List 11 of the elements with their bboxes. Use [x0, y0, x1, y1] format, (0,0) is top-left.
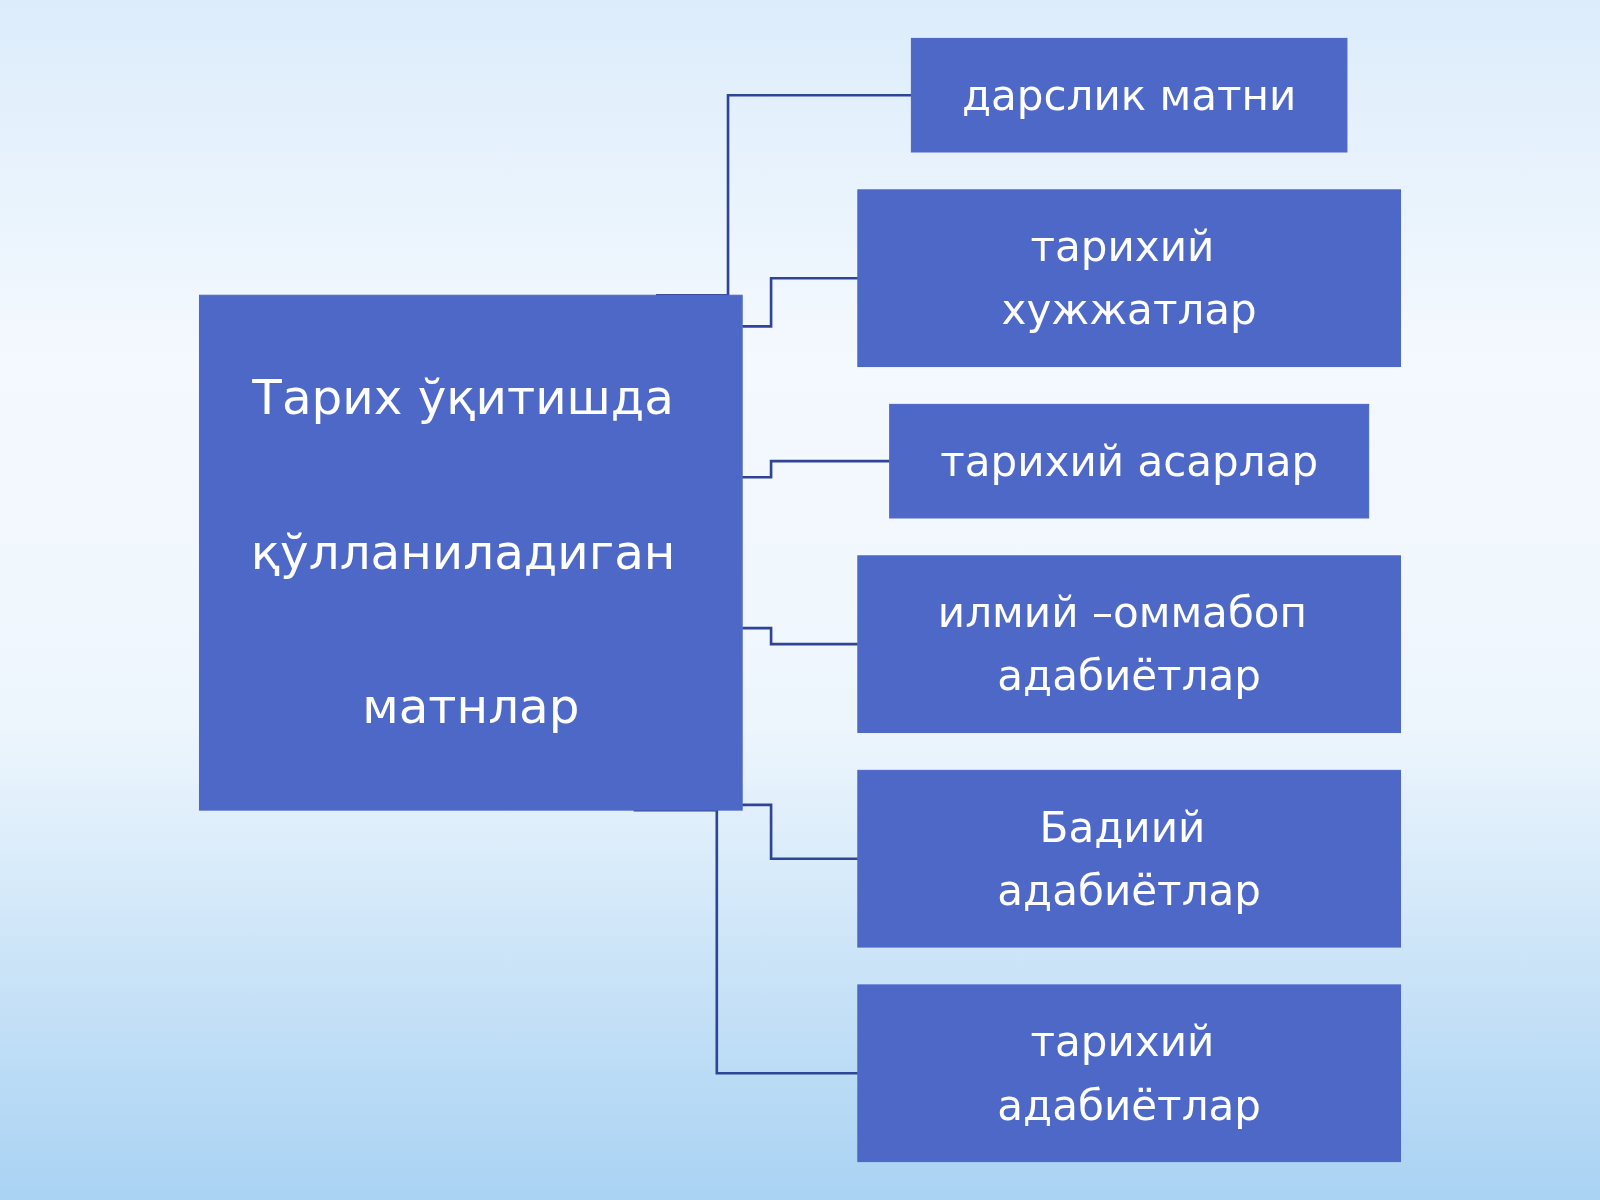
node-box: тарихий хужжатлар — [857, 189, 1402, 368]
connector — [742, 803, 858, 861]
connector — [742, 276, 858, 328]
node-box: тарихий адабиётлар — [857, 984, 1402, 1163]
node-box: тарихий асарлар — [889, 403, 1370, 519]
node-box: дарслик матни — [910, 37, 1348, 153]
node-box: Тарих ўқитишда қўлланиладиган матнлар — [198, 294, 743, 811]
connector — [742, 459, 890, 479]
node-box: Бадиий адабиётлар — [857, 769, 1402, 948]
connector — [742, 626, 858, 646]
node-box: илмий –оммабоп адабиётлар — [857, 555, 1402, 734]
